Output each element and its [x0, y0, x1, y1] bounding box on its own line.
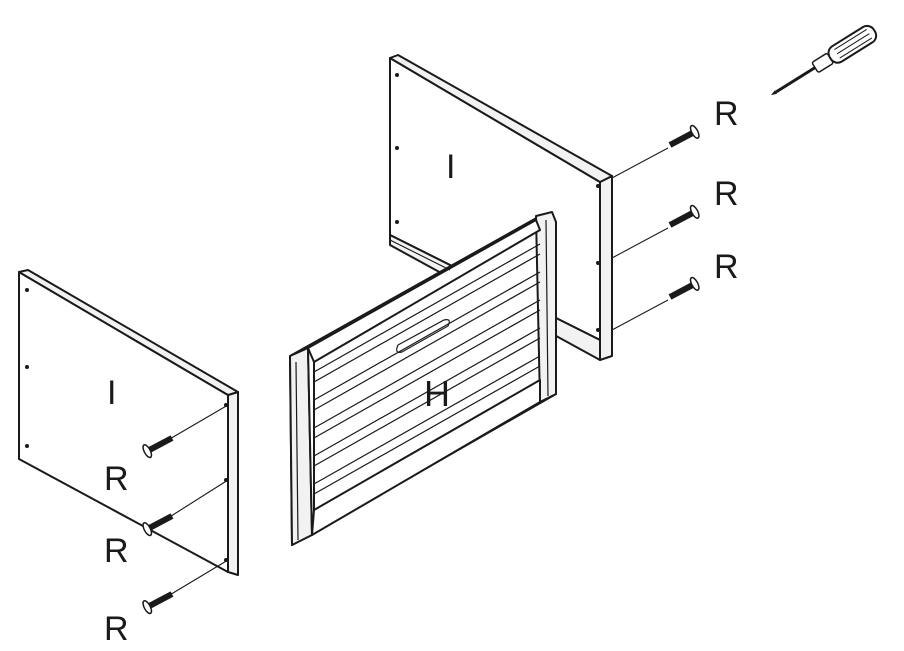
screwdriver-icon [770, 24, 878, 96]
screw-label-left-2: R [104, 532, 129, 570]
screw-icon [668, 124, 700, 148]
screw-icon [142, 435, 174, 459]
back-panel-label: I [446, 148, 455, 186]
slatted-front-panel [289, 211, 557, 546]
screw-icon [142, 513, 174, 537]
screw-label-left-1: R [104, 460, 129, 498]
screw-label-right-3: R [714, 248, 739, 286]
screw-label-right-2: R [714, 175, 739, 213]
front-panel-label: H [424, 373, 450, 414]
screw-icon [668, 204, 700, 228]
left-panel-label: I [107, 374, 116, 412]
screw-label-left-3: R [104, 610, 129, 648]
screw-icon [142, 591, 174, 615]
alignment-guides [167, 147, 669, 597]
screw-icon [668, 276, 700, 300]
left-side-panel [18, 269, 239, 576]
screw-label-right-1: R [714, 95, 739, 133]
